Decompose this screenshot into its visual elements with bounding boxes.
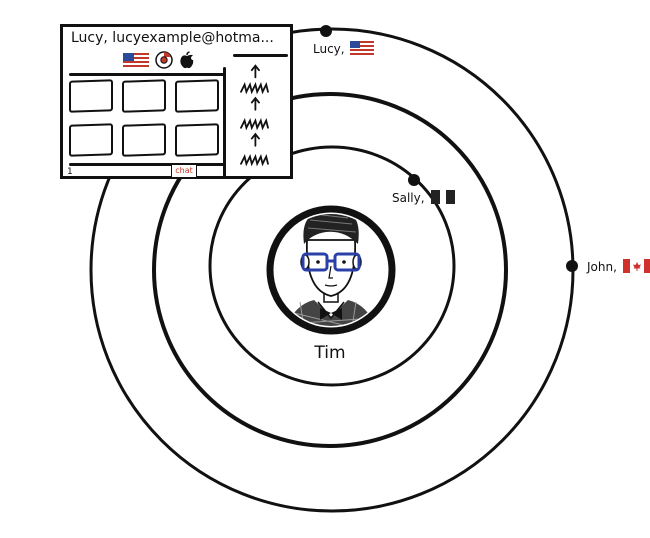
contact-name-john: John, bbox=[587, 260, 617, 274]
contact-dot-john[interactable] bbox=[566, 260, 578, 272]
us-flag-icon bbox=[123, 52, 149, 68]
card-divider-vertical bbox=[223, 67, 226, 179]
thumbnail-tile[interactable] bbox=[122, 79, 166, 113]
card-icon-row bbox=[123, 51, 195, 69]
card-page-indicator: 1 bbox=[67, 167, 73, 177]
chat-tab[interactable]: chat bbox=[171, 164, 197, 177]
card-divider-bottom bbox=[69, 163, 225, 166]
contact-name-sally: Sally, bbox=[392, 191, 425, 205]
flag-icon bbox=[431, 190, 456, 204]
list-item bbox=[240, 118, 269, 131]
card-divider-right-top bbox=[233, 54, 288, 57]
thumbnail-tile[interactable] bbox=[175, 123, 219, 157]
us-flag-icon bbox=[350, 41, 375, 55]
thumbnail-tile[interactable] bbox=[69, 79, 113, 113]
contact-dot-sally[interactable] bbox=[408, 174, 420, 186]
contact-label-sally[interactable]: Sally, bbox=[392, 190, 456, 205]
thumbnail-grid bbox=[69, 79, 221, 157]
canada-flag-icon bbox=[622, 259, 650, 273]
up-arrow-icon bbox=[250, 132, 260, 147]
apple-icon bbox=[180, 51, 194, 69]
list-item bbox=[240, 82, 269, 95]
thumbnail-tile[interactable] bbox=[122, 123, 166, 157]
orbit-ring-middle bbox=[152, 92, 508, 448]
thumbnail-tile[interactable] bbox=[69, 123, 113, 157]
contact-name-lucy: Lucy, bbox=[313, 42, 345, 56]
center-user-name: Tim bbox=[314, 343, 346, 363]
card-title: Lucy, lucyexample@hotma... bbox=[71, 30, 274, 46]
chrome-icon bbox=[155, 51, 173, 69]
up-arrow-icon bbox=[250, 96, 260, 111]
contact-dot-lucy[interactable] bbox=[320, 25, 332, 37]
contact-detail-card[interactable]: Lucy, lucyexample@hotma... bbox=[60, 24, 293, 179]
card-divider-top bbox=[69, 73, 225, 76]
list-item bbox=[240, 154, 269, 167]
contact-label-john[interactable]: John, bbox=[587, 259, 650, 274]
avatar[interactable] bbox=[266, 205, 396, 340]
thumbnail-tile[interactable] bbox=[175, 79, 219, 113]
activity-list bbox=[240, 64, 269, 167]
glasses-icon bbox=[301, 252, 361, 272]
contact-label-lucy[interactable]: Lucy, bbox=[313, 41, 375, 56]
up-arrow-icon bbox=[250, 64, 260, 79]
orbit-ring-inner bbox=[208, 145, 456, 387]
